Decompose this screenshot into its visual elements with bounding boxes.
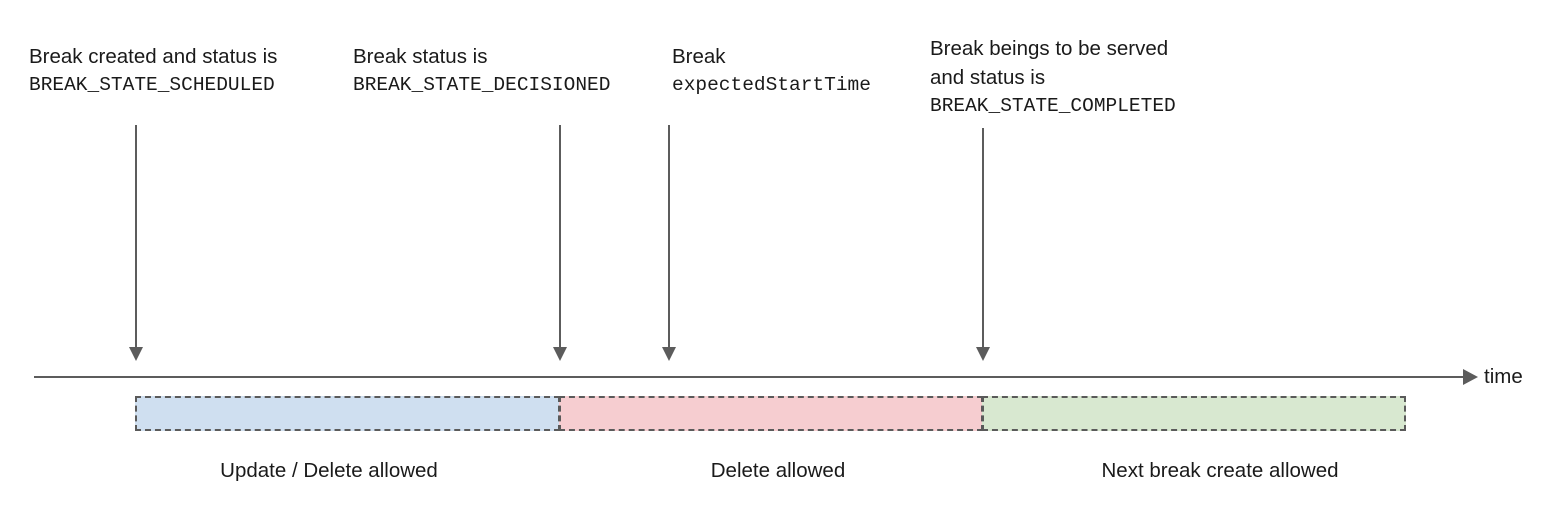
annotation-break-state-decisioned: Break status is BREAK_STATE_DECISIONED: [353, 42, 610, 100]
marker-arrow-head-decisioned: [552, 347, 567, 361]
annotation-line: Break beings to be served: [930, 37, 1169, 60]
time-axis-arrow-head-icon: [1463, 369, 1478, 385]
marker-arrow-line-scheduled: [135, 125, 137, 347]
phase-bar-completed: [982, 396, 1406, 431]
marker-arrow-line-expected-start-time: [668, 125, 670, 347]
marker-arrow-head-scheduled: [128, 347, 143, 361]
marker-arrow-head-completed: [975, 347, 990, 361]
annotation-line-code: BREAK_STATE_COMPLETED: [930, 95, 1176, 117]
annotation-line: and status is: [930, 66, 1046, 89]
marker-arrow-line-decisioned: [559, 125, 561, 347]
annotation-break-state-completed: Break beings to be served and status is …: [930, 34, 1176, 121]
annotation-line-code: expectedStartTime: [672, 74, 871, 96]
annotation-line-code: BREAK_STATE_DECISIONED: [353, 74, 611, 96]
phase-caption-completed: Next break create allowed: [1101, 459, 1339, 482]
annotation-line: Break status is: [353, 45, 488, 68]
marker-arrow-line-completed: [982, 128, 984, 347]
annotation-line-code: BREAK_STATE_SCHEDULED: [29, 74, 275, 96]
annotation-break-state-scheduled: Break created and status is BREAK_STATE_…: [29, 42, 277, 100]
phase-caption-scheduled: Update / Delete allowed: [220, 459, 438, 482]
marker-arrow-head-expected-start-time: [661, 347, 676, 361]
phase-bar-scheduled: [135, 396, 560, 431]
phase-caption-decisioned: Delete allowed: [710, 459, 846, 482]
time-axis-line: [34, 376, 1471, 378]
annotation-break-expected-start-time: Break expectedStartTime: [672, 42, 871, 100]
time-axis-label: time: [1484, 365, 1523, 388]
annotation-line: Break: [672, 45, 726, 68]
phase-bar-decisioned: [559, 396, 983, 431]
annotation-line: Break created and status is: [29, 45, 278, 68]
